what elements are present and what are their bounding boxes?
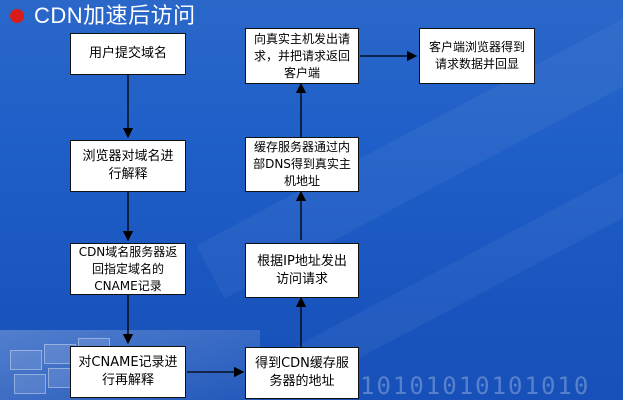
box-forward-request: 向真实主机发出请求，并把请求返回客户端 — [245, 28, 359, 84]
box-submit-domain: 用户提交域名 — [70, 33, 186, 75]
box-browser-display: 客户端浏览器得到请求数据并回显 — [419, 28, 535, 84]
slide-title: CDN加速后访问 — [34, 3, 196, 28]
box-internal-dns: 缓存服务器通过内部DNS得到真实主机地址 — [245, 137, 359, 192]
bullet-icon — [10, 9, 24, 23]
box-get-cache-address: 得到CDN缓存服务器的地址 — [245, 347, 359, 399]
box-send-request: 根据IP地址发出访问请求 — [245, 243, 359, 298]
box-cdn-dns-return: CDN域名服务器返回指定域名的CNAME记录 — [70, 243, 186, 295]
binary-decoration: 10101010101010 — [360, 372, 591, 400]
box-cname-resolve: 对CNAME记录进行再解释 — [70, 346, 186, 398]
box-browser-resolve: 浏览器对域名进行解释 — [70, 140, 186, 192]
